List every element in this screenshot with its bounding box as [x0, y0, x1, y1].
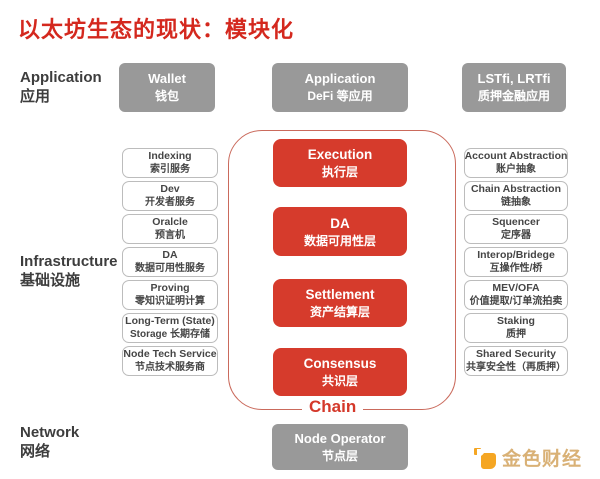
service-box-mev-ofa-zh: 价值提取/订单流拍卖: [469, 296, 563, 307]
service-box-chain-abstraction: Chain Abstraction 链抽象: [464, 181, 568, 211]
service-box-da: DA 数据可用性服务: [122, 247, 218, 277]
jinse-logo-icon-notch: [477, 448, 485, 457]
service-box-interop-bridge-zh: 互操作性/桥: [489, 263, 543, 274]
jinse-logo-icon: [474, 447, 496, 469]
service-box-proving-en: Proving: [150, 282, 190, 294]
service-box-node-tech: Node Tech Service 节点技术服务商: [122, 346, 218, 376]
row-label-application-zh: 应用: [20, 88, 51, 105]
network-box-node-operator-zh: 节点层: [321, 448, 358, 463]
chain-label: Chain: [302, 396, 364, 417]
layer-box-da-en: DA: [330, 215, 350, 231]
row-label-network-zh: 网络: [20, 443, 51, 460]
service-box-chain-abstraction-en: Chain Abstraction: [470, 183, 562, 195]
app-box-defi-zh: DeFi 等应用: [307, 89, 373, 103]
service-box-oracle: Oralcle 预言机: [122, 214, 218, 244]
network-box-node-operator-en: Node Operator: [294, 430, 386, 446]
service-box-dev-en: Dev: [160, 183, 180, 195]
row-label-application: Application 应用: [20, 68, 102, 106]
service-box-node-tech-zh: 节点技术服务商: [135, 362, 205, 373]
layer-box-settlement-zh: 资产结算层: [309, 305, 370, 319]
service-box-dev: Dev 开发者服务: [122, 181, 218, 211]
jinse-logo-text: 金色财经: [502, 449, 583, 470]
row-label-network-en: Network: [20, 424, 80, 441]
row-label-application-en: Application: [20, 69, 102, 86]
app-box-lstfi: LSTfi, LRTfi 质押金融应用: [462, 63, 566, 112]
app-box-wallet-en: Wallet: [148, 71, 186, 86]
diagram-title: 以太坊生态的现状：模块化: [18, 17, 295, 42]
layer-box-execution: Execution 执行层: [273, 139, 407, 187]
service-box-shared-security-zh: 共享安全性（再质押）: [466, 362, 566, 373]
service-box-interop-bridge-en: Interop/Bridege: [477, 249, 555, 261]
network-box-node-operator: Node Operator 节点层: [272, 424, 408, 470]
layer-box-execution-en: Execution: [307, 147, 373, 162]
service-box-account-abstraction-zh: 账户抽象: [496, 164, 536, 175]
service-box-da-zh: 数据可用性服务: [135, 263, 205, 274]
layer-box-da: DA 数据可用性层: [273, 207, 407, 256]
jinse-logo: 金色财经: [474, 444, 582, 471]
layer-box-consensus-zh: 共识层: [321, 374, 358, 388]
service-box-node-tech-en: Node Tech Service: [123, 348, 217, 360]
service-box-proving: Proving 零知识证明计算: [122, 280, 218, 310]
service-box-proving-zh: 零知识证明计算: [135, 296, 205, 307]
service-box-storage-en: Long-Term (State): [125, 315, 215, 327]
service-box-indexing: Indexing 索引服务: [122, 148, 218, 178]
layer-box-consensus-en: Consensus: [303, 356, 377, 371]
app-box-lstfi-en: LSTfi, LRTfi: [477, 71, 551, 86]
service-box-mev-ofa-en: MEV/OFA: [492, 282, 540, 294]
app-box-defi: Application DeFi 等应用: [272, 63, 408, 112]
service-box-chain-abstraction-zh: 链抽象: [501, 197, 531, 208]
service-box-sequencer-zh: 定序器: [501, 230, 531, 241]
service-box-storage: Long-Term (State) Storage 长期存储: [122, 313, 218, 343]
service-box-staking-en: Staking: [497, 315, 535, 327]
jinse-logo-icon-blob: [481, 452, 496, 469]
app-box-defi-en: Application: [304, 71, 376, 86]
service-box-oracle-en: Oralcle: [152, 216, 188, 228]
service-box-oracle-zh: 预言机: [155, 230, 185, 241]
service-box-indexing-en: Indexing: [148, 150, 192, 162]
service-box-indexing-zh: 索引服务: [150, 164, 190, 175]
service-box-sequencer: Squencer 定序器: [464, 214, 568, 244]
row-label-infrastructure: Infrastructure 基础设施: [20, 252, 118, 290]
service-box-account-abstraction: Account Abstraction 账户抽象: [464, 148, 568, 178]
service-box-shared-security: Shared Security 共享安全性（再质押）: [464, 346, 568, 376]
row-label-infrastructure-zh: 基础设施: [20, 272, 81, 289]
layer-box-execution-zh: 执行层: [321, 165, 358, 179]
layer-box-settlement-en: Settlement: [305, 287, 375, 302]
row-label-infrastructure-en: Infrastructure: [20, 253, 118, 270]
service-box-da-en: DA: [162, 249, 178, 261]
layer-box-da-zh: 数据可用性层: [303, 233, 376, 248]
layer-box-consensus: Consensus 共识层: [273, 348, 407, 396]
service-box-interop-bridge: Interop/Bridege 互操作性/桥: [464, 247, 568, 277]
service-box-sequencer-en: Squencer: [492, 216, 540, 228]
service-box-staking: Staking 质押: [464, 313, 568, 343]
service-box-account-abstraction-en: Account Abstraction: [464, 150, 568, 162]
row-label-network: Network 网络: [20, 423, 79, 461]
layer-box-settlement: Settlement 资产结算层: [273, 279, 407, 327]
app-box-wallet-zh: 钱包: [154, 89, 179, 103]
service-box-staking-zh: 质押: [506, 329, 526, 340]
service-box-mev-ofa: MEV/OFA 价值提取/订单流拍卖: [464, 280, 568, 310]
app-box-lstfi-zh: 质押金融应用: [477, 89, 550, 103]
service-box-storage-zh: Storage 长期存储: [129, 329, 210, 340]
service-box-shared-security-en: Shared Security: [476, 348, 556, 360]
app-box-wallet: Wallet 钱包: [119, 63, 215, 112]
service-box-dev-zh: 开发者服务: [145, 197, 195, 208]
